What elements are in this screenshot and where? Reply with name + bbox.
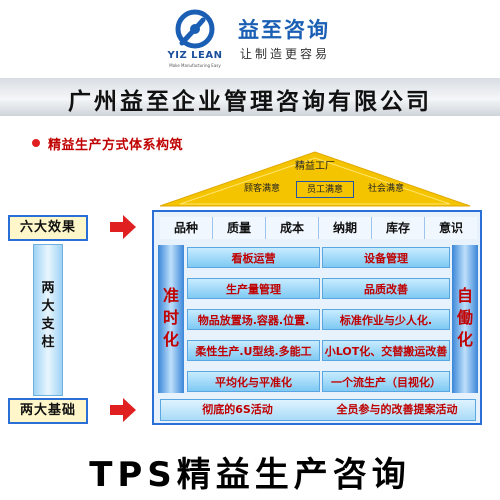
brand-latin-name: YIZ LEAN xyxy=(167,50,223,61)
practice-cell: 设备管理 xyxy=(322,247,450,268)
effect-item: 纳期 xyxy=(319,217,372,239)
effect-item: 库存 xyxy=(372,217,425,239)
roof-label: 精益工厂 xyxy=(295,161,335,172)
foundation-item: 彻底的6S活动 xyxy=(202,403,273,416)
pillar-jit-label: 准时化 xyxy=(158,285,184,351)
pillars-column xyxy=(33,244,63,396)
effect-item: 品种 xyxy=(160,217,213,239)
arrow-right-icon xyxy=(110,215,136,239)
section-heading: 精益生产方式体系构筑 xyxy=(48,138,184,153)
roof-item: 社会满意 xyxy=(367,184,404,194)
pillar-jit-text: 准时化 xyxy=(162,286,179,349)
roof-item: 员工满意 xyxy=(296,181,354,198)
tagline: TPS精益生产咨询 xyxy=(89,455,411,495)
pillars-label: 两大支柱 xyxy=(33,280,63,352)
bullet-icon xyxy=(32,139,40,147)
practice-cell: 一个流生产（目视化） xyxy=(322,371,450,392)
pillar-left xyxy=(158,245,184,393)
company-banner xyxy=(0,78,500,116)
practice-cell: 品质改善 xyxy=(322,278,450,299)
foundation-label: 两大基础 xyxy=(8,398,88,424)
practice-cell: 看板运营 xyxy=(187,247,320,268)
practice-cell: 标准作业与少人化. xyxy=(322,309,450,330)
effects-label: 六大效果 xyxy=(8,215,88,241)
roof-item: 顾客满意 xyxy=(243,184,280,194)
practice-cell: 柔性生产.U型线.多能工 xyxy=(187,340,320,361)
practice-cell: 生产量管理 xyxy=(187,278,320,299)
foundation-item: 全员参与的改善提案活动 xyxy=(336,403,458,416)
pillar-right xyxy=(452,245,478,393)
pillars-label-text: 两大支柱 xyxy=(41,281,55,350)
practice-cell: 小LOT化、交替搬运改善 xyxy=(322,340,450,361)
effect-item: 成本 xyxy=(266,217,319,239)
company-name: 广州益至企业管理咨询有限公司 xyxy=(68,89,432,115)
brand-slogan: 让制造更容易 xyxy=(240,47,331,61)
pillar-jidoka-text: 自働化 xyxy=(456,286,473,349)
foundation-bar xyxy=(160,399,476,421)
effect-item: 质量 xyxy=(213,217,266,239)
practice-cell: 平均化与平准化 xyxy=(187,371,320,392)
practice-cell: 物品放置场.容器.位置. xyxy=(187,309,320,330)
house-roof xyxy=(159,151,471,207)
brand-tagline-small: Make Manufacturing Easy xyxy=(169,63,221,68)
yiz-lean-logo-icon xyxy=(175,9,215,49)
pillar-jidoka-label: 自働化 xyxy=(452,285,478,351)
effect-item: 意识 xyxy=(425,217,477,239)
arrow-right-icon xyxy=(110,398,136,422)
brand-name: 益至咨询 xyxy=(238,18,330,42)
